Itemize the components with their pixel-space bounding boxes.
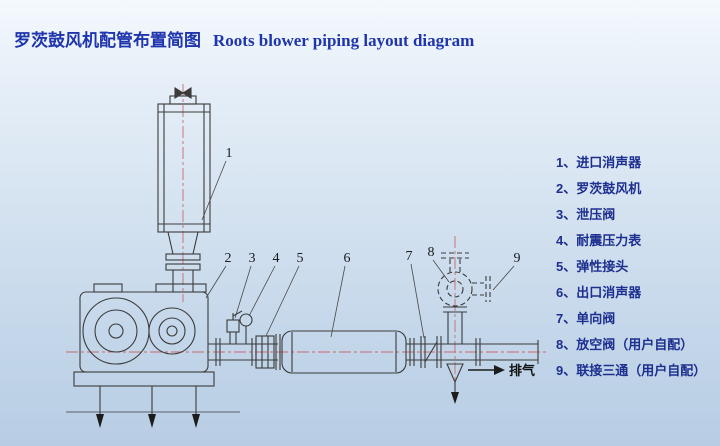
callout-7: 7 (406, 249, 413, 264)
vibration-arrows (96, 386, 200, 428)
callout-1: 1 (226, 146, 233, 161)
discharge-pipe (208, 310, 278, 369)
exhaust-pipe (406, 336, 539, 404)
outlet-silencer (275, 330, 407, 374)
callout-leaders (201, 160, 515, 339)
check-valve (420, 336, 442, 368)
roots-blower (66, 283, 240, 428)
legend-item-4: 4、耐震压力表 (556, 233, 642, 248)
legend-item-8: 8、放空阀（用户自配） (556, 337, 694, 352)
callout-5: 5 (297, 251, 304, 266)
connecting-tee-flange (485, 276, 491, 302)
legend-item-5: 5、弹性接头 (556, 259, 629, 274)
callout-9: 9 (514, 251, 521, 266)
legend-item-6: 6、出口消声器 (556, 285, 642, 300)
legend-item-1: 1、进口消声器 (556, 155, 642, 170)
centerlines (66, 84, 546, 402)
exhaust-arrow (468, 365, 505, 375)
legend-item-7: 7、单向阀 (556, 311, 616, 326)
exhaust-label: 排气 (509, 363, 535, 378)
drain-funnel (446, 363, 464, 404)
legend-item-3: 3、泄压阀 (556, 207, 616, 222)
callout-4: 4 (273, 251, 280, 266)
blowoff-valve-assembly (437, 252, 491, 344)
elastic-joint (255, 335, 275, 369)
legend-item-9: 9、联接三通（用户自配） (556, 363, 707, 378)
inlet-silencer (157, 87, 211, 292)
title-en: Roots blower piping layout diagram (213, 31, 475, 50)
page-title: 罗茨鼓风机配管布置简图 Roots blower piping layout di… (14, 26, 474, 51)
title-cn: 罗茨鼓风机配管布置简图 (14, 31, 201, 50)
legend: 1、进口消声器 2、罗茨鼓风机 3、泄压阀 4、耐震压力表 5、弹性接头 6、出… (556, 150, 706, 384)
callout-2: 2 (225, 251, 232, 266)
relief-valve (226, 310, 243, 344)
pressure-gauge (239, 313, 253, 344)
callout-3: 3 (249, 251, 256, 266)
legend-item-2: 2、罗茨鼓风机 (556, 181, 642, 196)
callout-6: 6 (344, 251, 351, 266)
callout-8: 8 (428, 245, 435, 260)
